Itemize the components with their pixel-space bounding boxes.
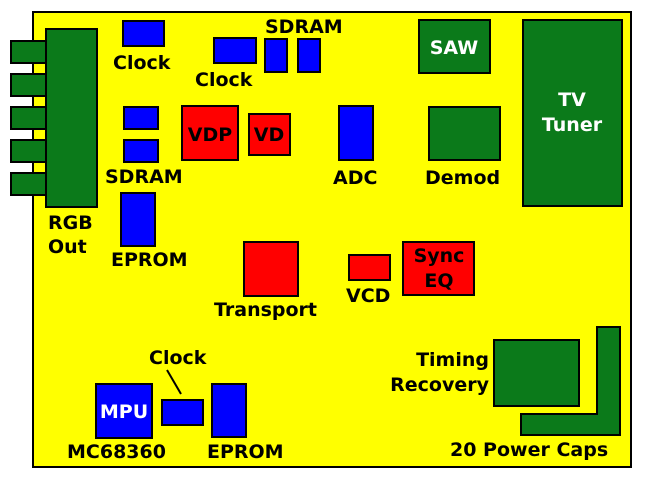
eprom-chip-bottom <box>211 383 247 438</box>
mpu-chip <box>95 383 153 439</box>
timing-recovery-label-2: Recovery <box>390 374 489 396</box>
clock-bottom-leader-line <box>166 369 182 395</box>
rgb-out-label-2: Out <box>48 236 87 258</box>
sdram-chip-top-1 <box>264 38 288 73</box>
rgb-connector-pin-2 <box>10 73 48 97</box>
timing-recovery-label-1: Timing <box>416 349 489 371</box>
mpu-label: MPU <box>100 401 148 423</box>
mc68360-label: MC68360 <box>67 441 166 463</box>
rgb-connector-pin-5 <box>10 172 48 196</box>
vcd-block <box>348 254 391 281</box>
vdp-label: VDP <box>188 124 232 146</box>
adc-label: ADC <box>333 167 377 189</box>
eprom-left-label: EPROM <box>111 249 188 271</box>
sync-eq-block <box>402 241 475 296</box>
clock-chip-bottom <box>161 399 204 426</box>
eprom-chip-left <box>120 192 156 247</box>
vd-label: VD <box>254 124 284 146</box>
tv-tuner-label-1: TV <box>558 89 586 111</box>
vcd-label: VCD <box>346 285 390 307</box>
power-caps-label: 20 Power Caps <box>450 439 608 461</box>
tv-tuner-label-2: Tuner <box>542 114 603 136</box>
saw-block <box>418 19 491 74</box>
sdram-left-label: SDRAM <box>105 166 183 188</box>
clock-bottom-label: Clock <box>149 347 207 369</box>
transport-label: Transport <box>214 299 317 321</box>
transport-block <box>243 241 299 297</box>
rgb-out-label-1: RGB <box>48 212 93 234</box>
clock-top-mid-label: Clock <box>195 69 253 91</box>
power-caps-block <box>520 326 621 436</box>
sdram-top-label: SDRAM <box>265 16 343 38</box>
demod-block <box>428 106 501 161</box>
adc-chip <box>338 105 374 161</box>
rgb-connector-pin-1 <box>10 40 48 64</box>
sdram-chip-left-1 <box>123 106 159 130</box>
vdp-block <box>181 105 239 161</box>
clock-chip-top-mid <box>213 37 257 64</box>
sdram-chip-top-2 <box>297 38 321 73</box>
saw-label: SAW <box>430 37 479 59</box>
rgb-connector-pin-3 <box>10 106 48 130</box>
demod-label: Demod <box>425 167 500 189</box>
eprom-bottom-label: EPROM <box>207 441 284 463</box>
timing-recovery-block <box>493 339 580 407</box>
rgb-out-block <box>45 28 98 208</box>
rgb-connector-pin-4 <box>10 139 48 163</box>
sdram-chip-left-2 <box>123 139 159 163</box>
sync-eq-label-2: EQ <box>424 270 453 292</box>
clock-chip-top-left <box>122 20 165 47</box>
sync-eq-label-1: Sync <box>414 245 465 267</box>
clock-top-left-label: Clock <box>113 52 171 74</box>
tv-tuner-block <box>522 19 623 207</box>
vd-block <box>248 113 291 156</box>
